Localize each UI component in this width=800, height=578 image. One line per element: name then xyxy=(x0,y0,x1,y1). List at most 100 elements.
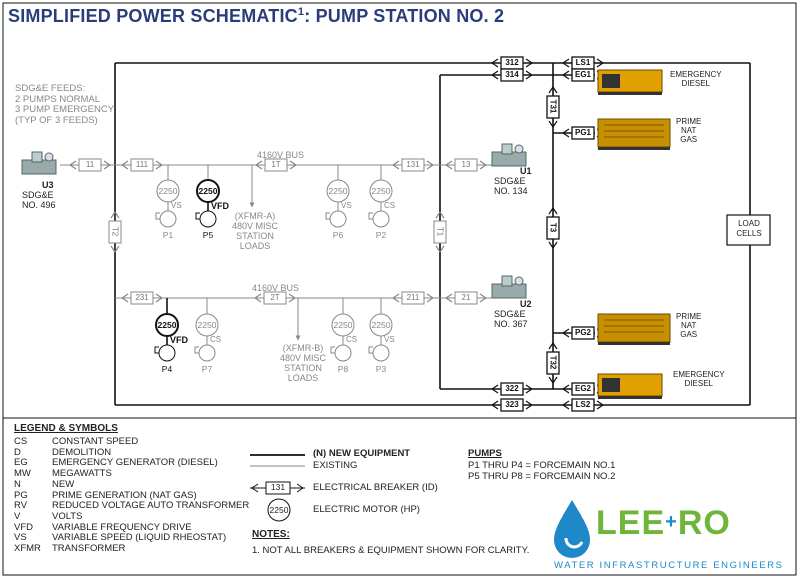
legend-abbrev: D xyxy=(14,446,21,458)
pump-label: P4 xyxy=(161,364,173,374)
legend-definition: CONSTANT SPEED xyxy=(52,436,139,447)
legend-abbrev: CS xyxy=(14,436,28,447)
legend-definition: MEGAWATTS xyxy=(52,468,112,480)
legend-abbrev: N xyxy=(14,478,21,490)
breaker-PG2 xyxy=(562,326,604,340)
motor-type-label: CS xyxy=(210,335,222,344)
breaker-label: LS2 xyxy=(575,400,591,409)
breaker-label: 323 xyxy=(505,400,519,409)
pump-label: P2 xyxy=(375,230,387,240)
key-breaker-id: 131 xyxy=(270,482,286,492)
water-drop-icon xyxy=(554,500,590,558)
breaker-231 xyxy=(121,291,163,305)
pumps-line-1: P1 THRU P4 = FORCEMAIN NO.1 xyxy=(468,460,616,471)
motor-type-label: VS xyxy=(171,201,182,210)
breaker-EG2 xyxy=(562,382,604,396)
breaker-label: T1 xyxy=(435,226,445,237)
motor-p2 xyxy=(368,179,393,228)
key-motor-hp: 2250 xyxy=(269,505,289,515)
breaker-symbols xyxy=(69,56,604,412)
legend-abbrev: PG xyxy=(14,489,28,501)
lee-ro-logo: LEE+RO WATER INFRASTRUCTURE ENGINEERS xyxy=(540,490,782,576)
logo-tagline: WATER INFRASTRUCTURE ENGINEERS xyxy=(554,560,784,571)
breaker-label: EG2 xyxy=(574,384,591,393)
breaker-T32 xyxy=(546,342,560,384)
key-symbols xyxy=(250,454,305,522)
legend-abbrev: EG xyxy=(14,457,28,469)
key-existing: EXISTING xyxy=(313,460,358,471)
motor-type-label: CS xyxy=(384,201,396,210)
breaker-label: 111 xyxy=(135,160,149,169)
breaker-label: 21 xyxy=(461,293,471,302)
motor-p3 xyxy=(368,313,393,362)
motor-hp-label: 2250 xyxy=(198,186,218,196)
motor-hp-label: 2250 xyxy=(371,320,391,330)
breaker-T3 xyxy=(546,207,560,249)
breaker-label: T31 xyxy=(548,99,558,114)
pump-label: P6 xyxy=(332,230,344,240)
motor-type-label: VS xyxy=(384,335,395,344)
breaker-323 xyxy=(491,398,533,412)
legend-heading: LEGEND & SYMBOLS xyxy=(14,423,118,434)
pumps-line-2: P5 THRU P8 = FORCEMAIN NO.2 xyxy=(468,471,616,482)
motor-type-label: VFD xyxy=(170,335,188,345)
breaker-13 xyxy=(445,158,487,172)
breaker-PG1 xyxy=(562,126,604,140)
legend-definition: VARIABLE FREQUENCY DRIVE xyxy=(52,521,192,533)
breaker-label: T3 xyxy=(548,222,558,233)
breaker-label: PG2 xyxy=(574,328,591,337)
breaker-label: 13 xyxy=(461,160,471,169)
legend-abbrev: VFD xyxy=(14,521,33,533)
breaker-T31 xyxy=(546,86,560,128)
motor-p6 xyxy=(325,179,350,228)
legend-definition: REDUCED VOLTAGE AUTO TRANSFORMER xyxy=(52,500,250,512)
motor-p4 xyxy=(154,313,179,362)
legend-definition: PRIME GENERATION (NAT GAS) xyxy=(52,489,197,501)
breaker-111 xyxy=(121,158,163,172)
pump-label: P5 xyxy=(202,230,214,240)
breaker-label: 131 xyxy=(406,160,420,169)
motor-hp-label: 2250 xyxy=(157,320,177,330)
breaker-1T xyxy=(255,158,297,172)
key-new-equipment: (N) NEW EQUIPMENT xyxy=(313,448,411,459)
legend-abbrev: V xyxy=(14,510,21,522)
breaker-label: T32 xyxy=(548,355,558,370)
breaker-label: 231 xyxy=(135,293,149,302)
breaker-label: 312 xyxy=(505,58,519,67)
motor-p8 xyxy=(330,313,355,362)
legend-abbrev: XFMR xyxy=(14,543,41,554)
motor-hp-label: 2250 xyxy=(333,320,353,330)
legend-definition: EMERGENCY GENERATOR (DIESEL) xyxy=(52,457,218,469)
breaker-label: PG1 xyxy=(574,128,591,137)
legend-abbrev: MW xyxy=(14,468,31,480)
breaker-11 xyxy=(69,158,111,172)
motor-hp-label: 2250 xyxy=(371,186,391,196)
motor-p5 xyxy=(195,179,220,228)
bus-top-label: 4160V BUS xyxy=(257,150,305,160)
breaker-131 xyxy=(392,158,434,172)
motor-type-label: VFD xyxy=(211,201,229,211)
existing-bus-lines xyxy=(60,164,500,341)
breaker-314 xyxy=(491,68,533,82)
breaker-EG1 xyxy=(562,68,604,82)
breaker-LS2 xyxy=(562,398,604,412)
breaker-2T xyxy=(254,291,296,305)
motor-hp-label: 2250 xyxy=(158,186,178,196)
legend-definition: DEMOLITION xyxy=(52,446,112,458)
breaker-label: 211 xyxy=(406,293,420,302)
legend-abbrev: VS xyxy=(14,532,27,544)
breaker-label: T2 xyxy=(110,226,120,237)
breaker-label: 314 xyxy=(505,70,519,79)
note-1: 1. NOT ALL BREAKERS & EQUIPMENT SHOWN FO… xyxy=(252,545,530,556)
motor-type-label: VS xyxy=(341,201,352,210)
